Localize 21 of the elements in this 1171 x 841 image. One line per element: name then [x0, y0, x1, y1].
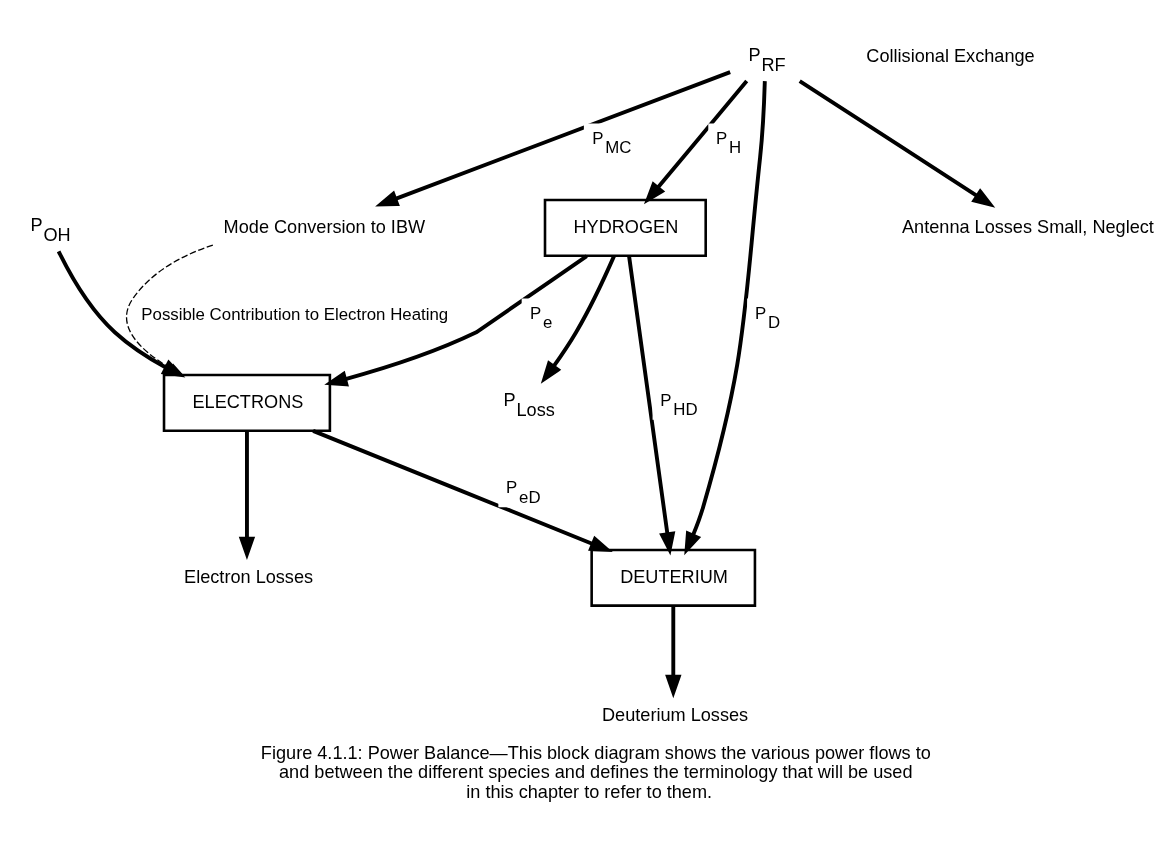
node-box: ELECTRONS — [162, 373, 332, 432]
arrow — [627, 255, 676, 556]
node-text: Mode Conversion to IBW — [223, 216, 426, 237]
arrow — [540, 254, 616, 384]
edge-label: Possible Contribution to Electron Heating — [141, 304, 449, 324]
node-text: Deuterium Losses — [602, 704, 749, 725]
node-box: HYDROGEN — [543, 198, 707, 257]
node-box: DEUTERIUM — [590, 548, 757, 607]
arrow — [375, 69, 731, 207]
label: Collisional Exchange — [866, 45, 1035, 66]
arrow — [684, 80, 767, 555]
arrow — [324, 253, 588, 387]
arrow — [125, 244, 214, 376]
arrow — [238, 430, 256, 560]
node-text: Antenna Losses Small, Neglect — [902, 216, 1154, 237]
arrow — [665, 605, 682, 698]
caption: Figure 4.1.1: Power Balance—This block diagram shows the various power flows to and between the different species and defines the terminology that will be used in this chapter to refer to them. — [260, 742, 931, 802]
arrow — [798, 78, 996, 208]
arrow — [312, 428, 613, 552]
arrow — [56, 249, 186, 378]
node-text: Electron Losses — [184, 566, 314, 587]
